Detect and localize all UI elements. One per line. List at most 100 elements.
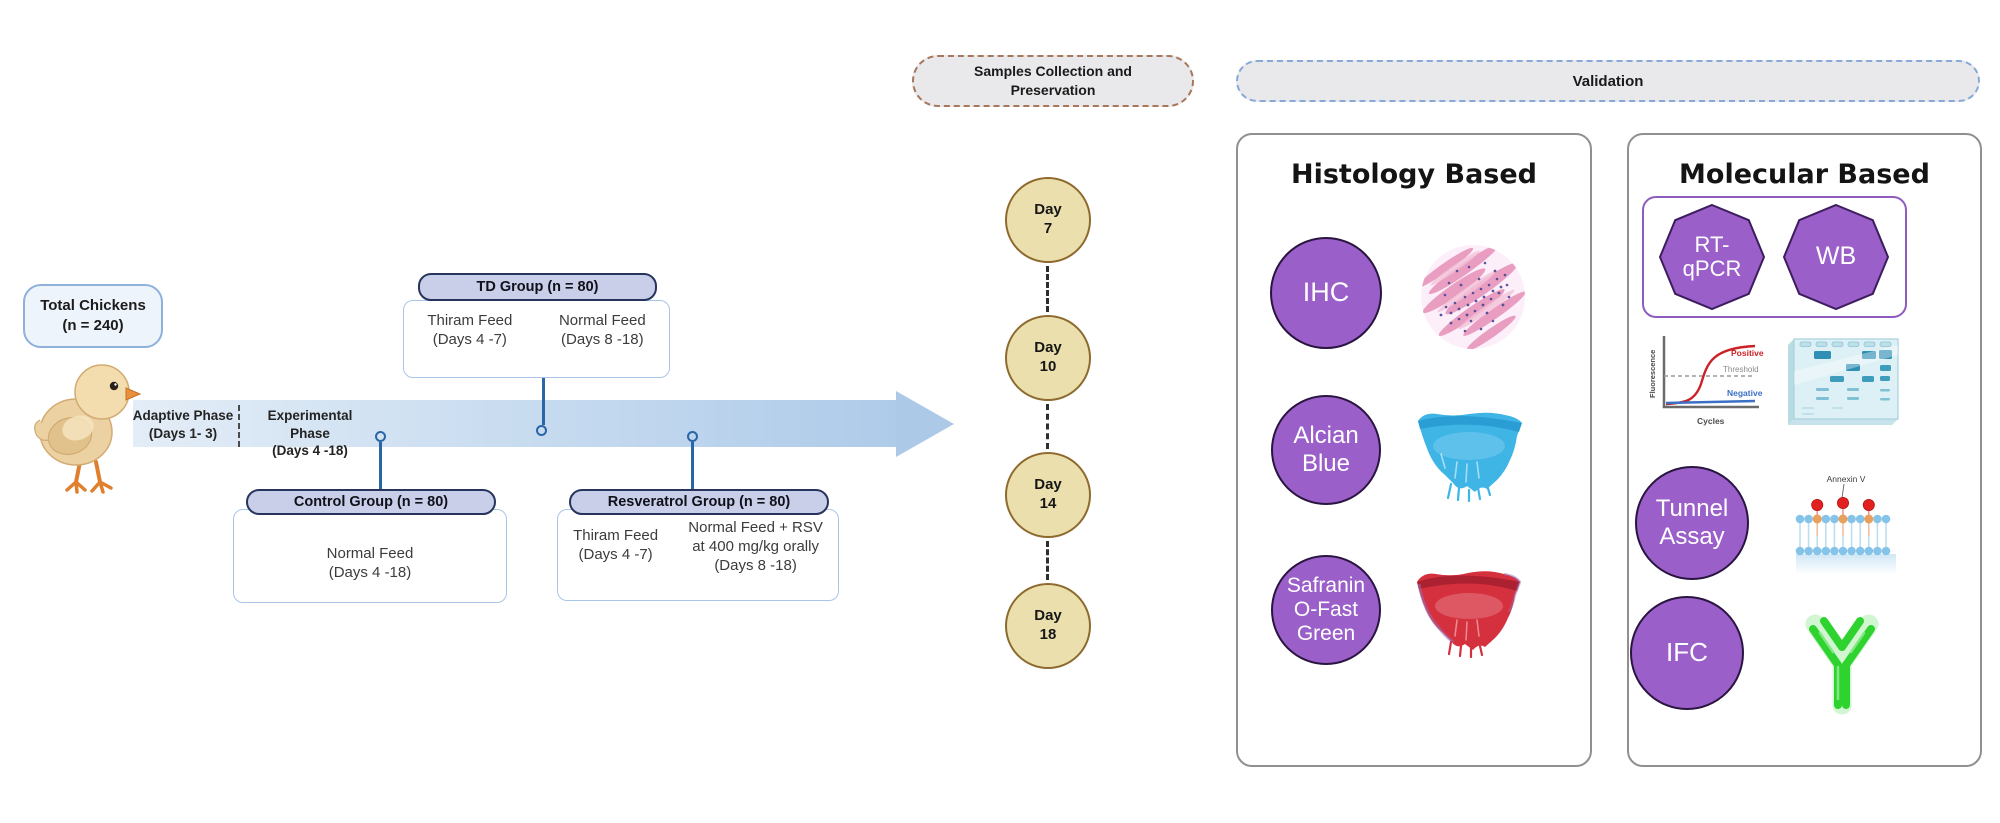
day10-word: Day (1034, 339, 1062, 357)
safranin-stain-image (1417, 571, 1522, 658)
chick-image (34, 364, 142, 494)
safranin-circle: Safranin O-Fast Green (1271, 555, 1381, 665)
control-group-header: Control Group (n = 80) (246, 489, 496, 515)
resveratrol-connector-line (691, 442, 694, 490)
rt-qpcr-octagon-shape (1658, 203, 1766, 311)
experimental-phase-line1: Experimental Phase (267, 408, 353, 441)
experimental-phase-line2: (Days 4 -18) (272, 443, 348, 459)
histology-panel-title: Histology Based (1290, 159, 1538, 190)
qpcr-ylabel: Fluorescence (1648, 350, 1657, 398)
resveratrol-feed-thiram: Thiram Feed (Days 4 -7) (573, 518, 658, 564)
day-dash-3 (1046, 541, 1049, 580)
molecular-panel-title: Molecular Based (1679, 159, 1930, 190)
phase-label-experimental: Experimental Phase (Days 4 -18) (246, 407, 374, 460)
control-group-body: Normal Feed (Days 4 -18) (233, 509, 507, 603)
qpcr-threshold-label: Threshold (1723, 365, 1759, 374)
alcian-label-line2: Blue (1301, 450, 1351, 477)
resveratrol-feed-rsv: Normal Feed + RSV at 400 mg/kg orally (D… (688, 518, 823, 576)
day-18-circle: Day 18 (1005, 583, 1091, 669)
wb-octagon-shape (1782, 203, 1890, 311)
phase-divider-dashed-line (238, 405, 240, 447)
resv-feed1-line2: (Days 4 -7) (578, 546, 653, 564)
control-feed-normal: Normal Feed (Days 4 -18) (327, 544, 414, 582)
timeline-arrowhead (896, 391, 954, 457)
td-feed-thiram: Thiram Feed (Days 4 -7) (427, 311, 512, 349)
rt-qpcr-label-line1: RT- (1694, 231, 1730, 257)
day-dash-2 (1046, 404, 1049, 449)
safranin-label-line3: Green (1296, 622, 1356, 646)
ihc-circle: IHC (1270, 237, 1382, 349)
day-dash-1 (1046, 266, 1049, 312)
samples-header-line2: Preservation (1010, 82, 1096, 98)
annexin-v-label: Annexin V (1827, 474, 1866, 484)
total-chickens-line2: (n = 240) (62, 317, 124, 334)
phase-label-adaptive: Adaptive Phase (Days 1- 3) (131, 407, 235, 442)
td-feed1-line1: Thiram Feed (427, 312, 513, 329)
alcian-blue-stain-image (1418, 412, 1522, 503)
rt-qpcr-octagon: RT- qPCR (1658, 203, 1766, 311)
resv-feed1-line1: Thiram Feed (573, 527, 659, 544)
control-group-header-label: Control Group (n = 80) (293, 494, 449, 510)
validation-header: Validation (1236, 60, 1980, 102)
antibody-icon (1805, 614, 1879, 715)
td-feed2-line2: (Days 8 -18) (561, 331, 644, 349)
td-feed2-line1: Normal Feed (558, 312, 646, 329)
wb-label: WB (1782, 203, 1890, 311)
alcian-label-line1: Alcian (1293, 422, 1359, 450)
samples-collection-header: Samples Collection and Preservation (912, 55, 1194, 107)
control-feed-line1: Normal Feed (326, 544, 414, 562)
day7-num: 7 (1043, 220, 1053, 237)
resv-feed2-line1: Normal Feed + RSV (688, 519, 823, 536)
total-chickens-box: Total Chickens (n = 240) (23, 284, 163, 348)
qpcr-curve-chart: Positive Threshold Negative Fluorescence… (1648, 336, 1764, 426)
cell-membrane-annexin-image: Annexin V (1795, 474, 1896, 574)
ihc-label: IHC (1302, 277, 1350, 308)
control-connector-line (379, 442, 382, 490)
ifc-label: IFC (1666, 637, 1708, 668)
qpcr-positive-label: Positive (1731, 348, 1764, 358)
resveratrol-connector-dot (687, 431, 698, 442)
resveratrol-group-header-label: Resveratrol Group (n = 80) (607, 494, 791, 510)
td-connector-line (542, 378, 545, 425)
safranin-label-line1: Safranin (1286, 573, 1366, 597)
tunnel-assay-circle: Tunnel Assay (1635, 466, 1749, 580)
adaptive-phase-line2: (Days 1- 3) (148, 425, 218, 441)
day7-word: Day (1034, 201, 1062, 219)
wb-label-text: WB (1815, 242, 1857, 271)
day14-num: 14 (1039, 495, 1057, 512)
rt-qpcr-label: RT- qPCR (1658, 203, 1766, 311)
day10-num: 10 (1039, 358, 1057, 375)
safranin-label-line2: O-Fast (1293, 597, 1359, 621)
samples-header-line1: Samples Collection and (974, 63, 1132, 80)
td-group-header-label: TD Group (n = 80) (476, 279, 599, 295)
timeline-arrow-band (133, 400, 897, 447)
td-connector-dot (536, 425, 547, 436)
control-feed-line2: (Days 4 -18) (328, 564, 412, 581)
total-chickens-line1: Total Chickens (40, 296, 146, 314)
day18-num: 18 (1039, 626, 1057, 643)
tunnel-label-line2: Assay (1659, 523, 1725, 550)
alcian-blue-circle: Alcian Blue (1271, 395, 1381, 505)
td-group-header: TD Group (n = 80) (418, 273, 657, 301)
rt-qpcr-label-line2: qPCR (1682, 256, 1742, 281)
td-feed1-line2: (Days 4 -7) (432, 331, 507, 349)
day-14-circle: Day 14 (1005, 452, 1091, 538)
resveratrol-group-header: Resveratrol Group (n = 80) (569, 489, 829, 515)
resveratrol-group-body: Thiram Feed (Days 4 -7) Normal Feed + RS… (557, 509, 839, 601)
ihc-stain-image (1421, 245, 1525, 349)
wb-octagon: WB (1782, 203, 1890, 311)
control-connector-dot (375, 431, 386, 442)
day18-word: Day (1034, 607, 1062, 625)
day14-word: Day (1034, 476, 1062, 494)
validation-header-label: Validation (1572, 72, 1644, 90)
qpcr-negative-label: Negative (1727, 388, 1763, 398)
day-7-circle: Day 7 (1005, 177, 1091, 263)
day-10-circle: Day 10 (1005, 315, 1091, 401)
qpcr-xlabel: Cycles (1697, 416, 1725, 426)
tunnel-label-line1: Tunnel (1655, 495, 1729, 523)
td-feed-normal: Normal Feed (Days 8 -18) (559, 311, 646, 349)
resv-feed2-line3: (Days 8 -18) (714, 557, 797, 575)
resv-feed2-line2: at 400 mg/kg orally (692, 538, 819, 556)
western-blot-gel-image (1788, 338, 1899, 425)
